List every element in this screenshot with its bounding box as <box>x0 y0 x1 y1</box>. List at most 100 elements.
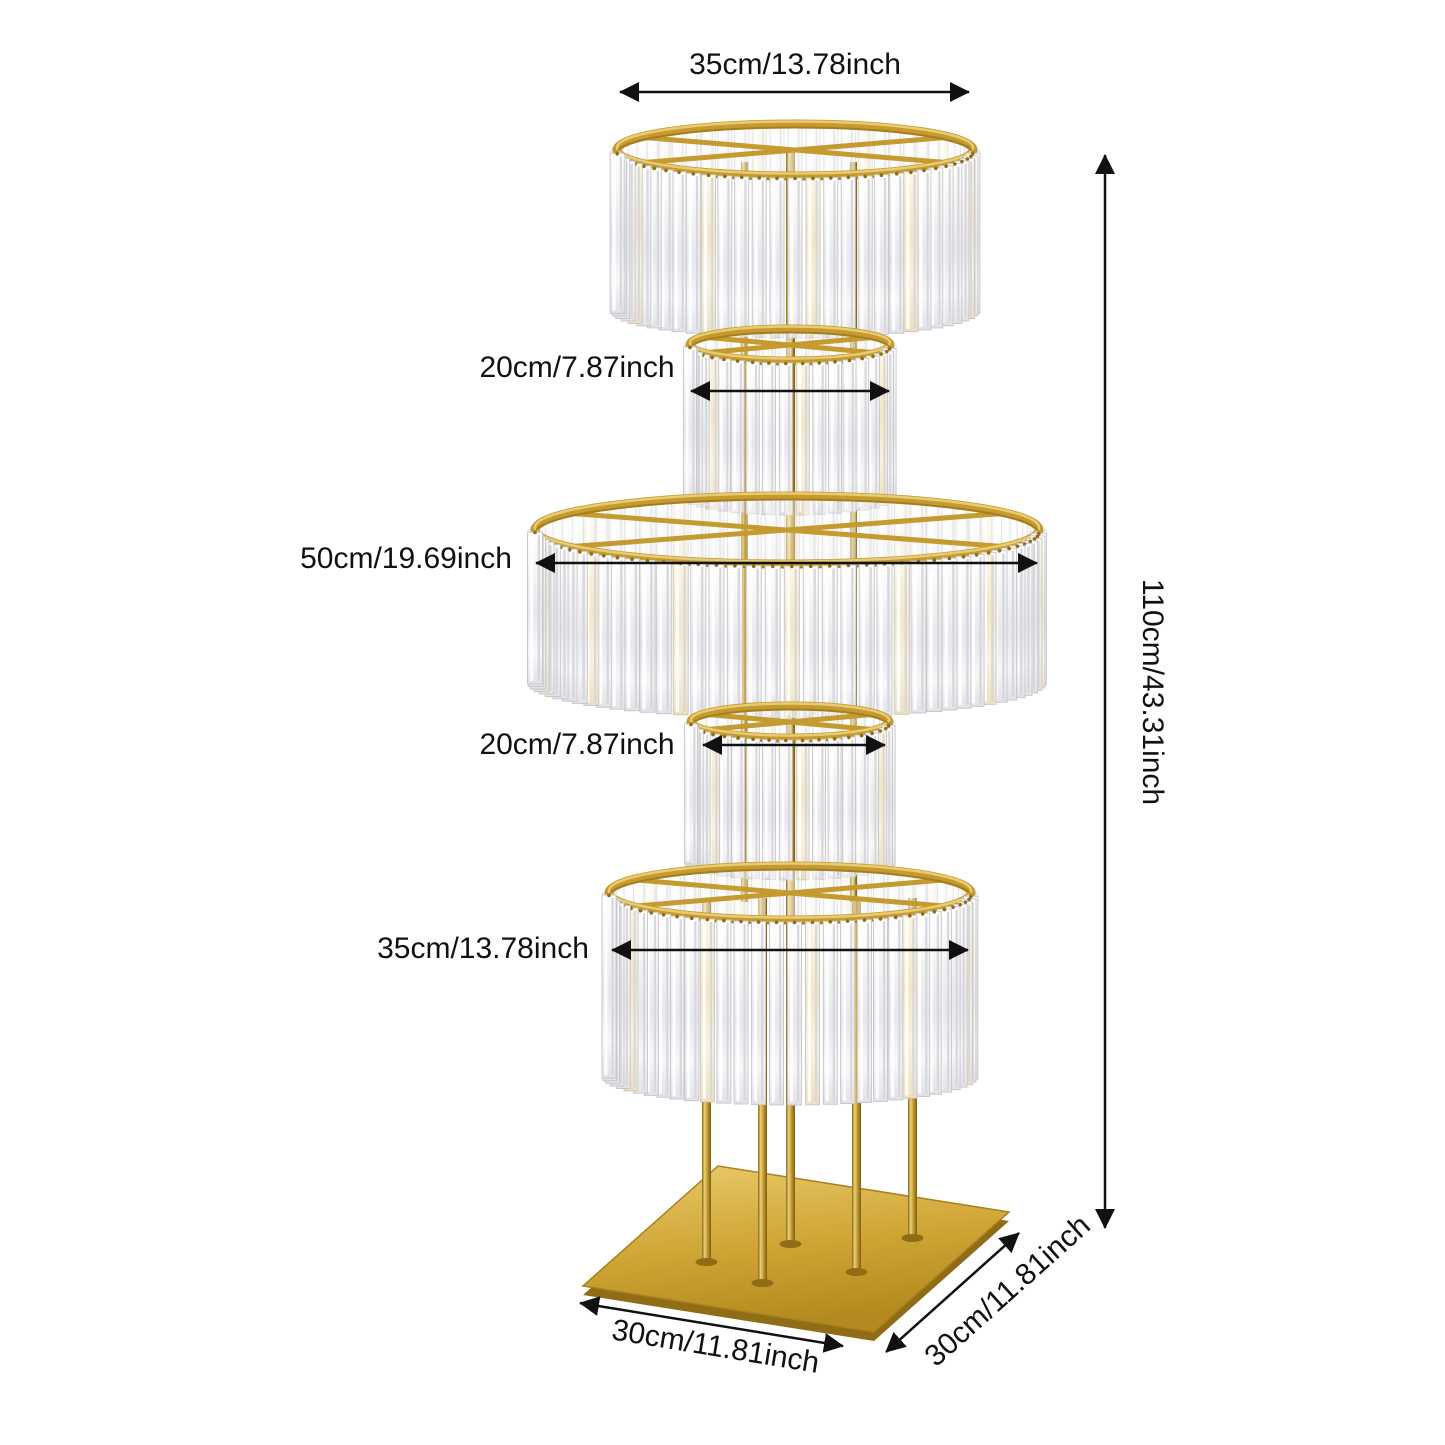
crystal-pin <box>706 173 711 177</box>
crystal-prism <box>726 564 743 718</box>
crystal-pin <box>886 724 891 728</box>
crystal-prism <box>889 172 905 334</box>
crystal-pin <box>589 552 594 556</box>
crystal-pin <box>722 734 727 739</box>
crystal-pin <box>885 349 889 354</box>
crystal-pin <box>909 170 913 174</box>
crystal-pin <box>833 360 837 364</box>
crystal-pin <box>756 920 761 924</box>
crystal-pin <box>997 549 1002 553</box>
base-plate-top <box>581 1165 1011 1333</box>
crystal-pin <box>649 911 654 915</box>
tier-5 <box>601 861 979 1106</box>
crystal-pin <box>723 174 727 179</box>
crystals-front <box>683 345 897 516</box>
crystal-prism <box>893 561 910 715</box>
crystal-prism <box>609 152 625 314</box>
crystal-pin <box>863 174 867 179</box>
dim-label-tier4-width: 20cm/7.87inch <box>479 728 674 761</box>
crystal-prism <box>783 565 800 719</box>
tier-ring-highlight <box>607 862 973 919</box>
crystal-prism <box>778 739 793 881</box>
crystal-pin <box>1007 546 1011 551</box>
crystal-prism <box>762 739 777 881</box>
crystal-prism <box>684 723 698 865</box>
crystal-prism <box>769 177 785 339</box>
pole-foot <box>845 1268 868 1276</box>
crystal-prism <box>745 361 760 515</box>
dimension-arrows <box>535 82 1115 1353</box>
ring-spoke <box>701 334 879 356</box>
crystal-pin <box>811 176 815 181</box>
crystal-prism <box>840 920 856 1105</box>
crystal-prism <box>690 563 707 717</box>
crystal-pin <box>615 152 619 156</box>
crystal-pin <box>847 358 852 363</box>
crystals-front <box>601 893 979 1106</box>
crystal-prism <box>708 564 725 718</box>
crystal-pin <box>871 354 875 359</box>
crystal-pin <box>784 361 788 366</box>
crystal-pin <box>832 737 837 741</box>
crystal-prism <box>855 357 870 511</box>
crystal-pin <box>652 166 656 171</box>
tier-1 <box>609 119 981 339</box>
crystal-pin <box>602 554 606 558</box>
crystal-prism <box>624 558 640 712</box>
crystal-prism <box>812 361 827 515</box>
crystal-pin <box>870 731 874 736</box>
crystal-prism <box>795 739 810 881</box>
crystal-pin <box>770 564 775 569</box>
crystal-pin <box>736 736 740 740</box>
crystal-pin <box>934 166 938 171</box>
crystal-prism <box>840 564 857 718</box>
crystal-pin <box>775 176 779 181</box>
crystal-prism <box>856 919 872 1104</box>
crystal-pin <box>793 176 797 181</box>
crystal-pin <box>829 176 833 180</box>
crystal-pin <box>751 564 756 568</box>
crystal-pin <box>1028 539 1032 544</box>
crystal-prism <box>812 738 826 880</box>
crystal-pin <box>784 738 788 743</box>
crystal-prism <box>601 894 617 1079</box>
crystal-pin <box>859 733 864 738</box>
crystal-pin <box>969 154 973 159</box>
pole-foot <box>751 1279 774 1287</box>
crystal-prism <box>764 565 781 719</box>
crystal-pin <box>691 172 696 176</box>
crystal-prism <box>716 919 732 1104</box>
crystal-pin <box>677 170 681 174</box>
crystal-pin <box>567 547 572 552</box>
crystal-pin <box>661 913 666 917</box>
crystal-pin <box>951 905 955 909</box>
crystal-pin <box>1015 544 1020 549</box>
crystal-pin <box>809 564 813 569</box>
crystal-pin <box>1022 542 1027 546</box>
crystal-prism <box>926 559 943 713</box>
crystal-pin <box>884 726 888 731</box>
pole-foot <box>901 1234 924 1242</box>
crystal-pin <box>722 357 726 362</box>
crystal-prism <box>857 175 873 337</box>
crystal-pin <box>827 564 832 568</box>
pole-foot <box>779 1240 802 1248</box>
crystal-pin <box>963 900 968 904</box>
crystal-pin <box>878 729 882 733</box>
crystal-prism <box>716 358 731 512</box>
crystal-prism <box>876 562 893 716</box>
crystal-prism <box>683 346 697 500</box>
crystal-pin <box>688 345 692 350</box>
crystal-pin <box>974 553 979 557</box>
crystal-pin <box>986 551 991 555</box>
crystal-pin <box>879 173 884 177</box>
crystal-pin <box>733 564 737 568</box>
crystal-prism <box>903 171 919 333</box>
crystal-prism <box>745 565 762 719</box>
crystal-pin <box>774 920 779 925</box>
crystal-prism <box>842 359 857 513</box>
crystal-prism <box>787 177 803 339</box>
crystal-prism <box>840 176 856 338</box>
crystal-pin <box>722 918 726 923</box>
